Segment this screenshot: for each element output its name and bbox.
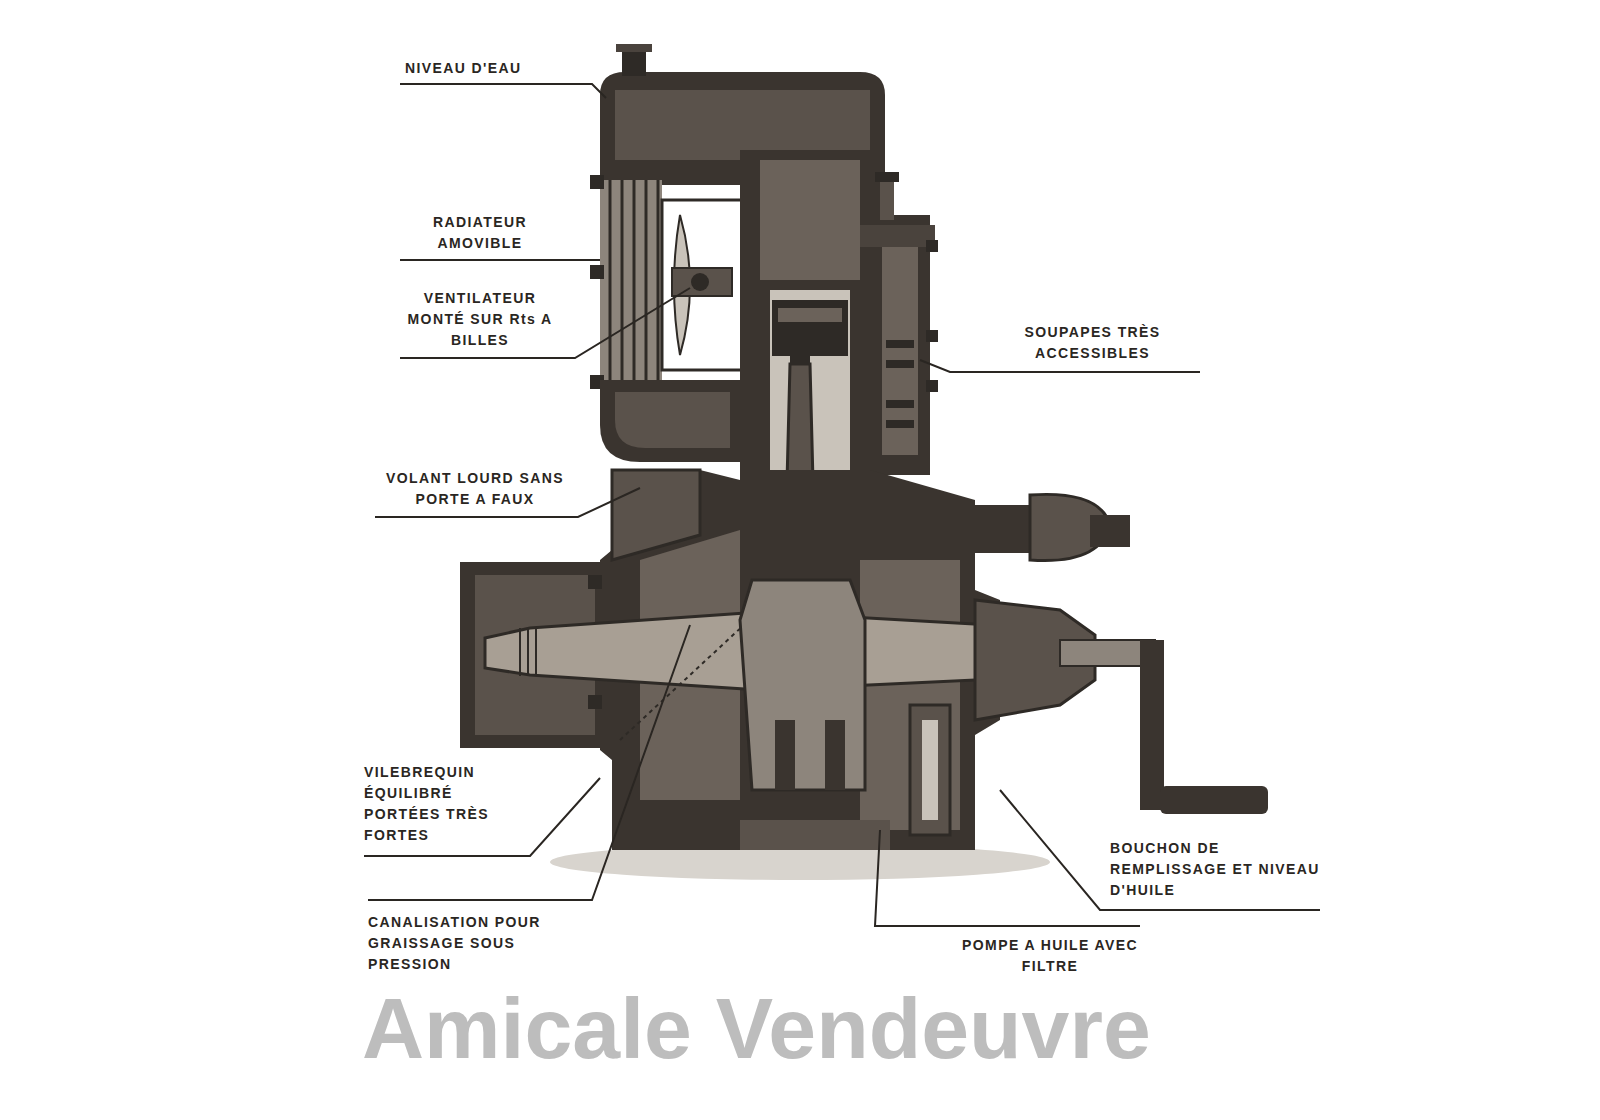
part-label: NIVEAU D'EAU (405, 58, 595, 79)
part-label: VOLANT LOURD SANS PORTE A FAUX (375, 468, 575, 510)
part-label: RADIATEUR AMOVIBLE (405, 212, 555, 254)
part-label: SOUPAPES TRÈS ACCESSIBLES (995, 322, 1190, 364)
watermark: Amicale Vendeuvre (362, 985, 1151, 1071)
part-label: CANALISATION POUR GRAISSAGE SOUS PRESSIO… (368, 912, 583, 975)
part-label: BOUCHON DE REMPLISSAGE ET NIVEAU D'HUILE (1110, 838, 1320, 901)
part-label: VILEBREQUIN ÉQUILIBRÉ PORTÉES TRÈS FORTE… (364, 762, 499, 846)
part-label: VENTILATEUR MONTÉ SUR Rts A BILLES (405, 288, 555, 351)
part-label: POMPE A HUILE AVEC FILTRE (960, 935, 1140, 977)
